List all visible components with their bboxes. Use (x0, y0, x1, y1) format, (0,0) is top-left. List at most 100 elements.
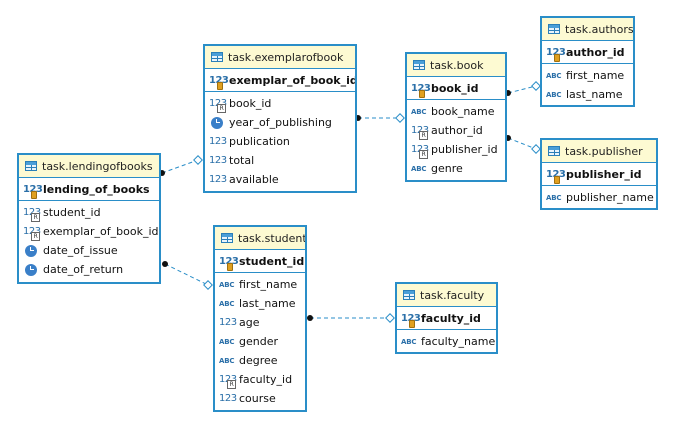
primary-key-icon: 123 (546, 168, 566, 184)
entity-title: task.lendingofbooks (42, 159, 153, 173)
column-name: degree (239, 354, 278, 367)
entity-header[interactable]: task.faculty (397, 284, 496, 307)
column-row[interactable]: ABC degree (215, 351, 305, 370)
link-end-diamond (531, 81, 541, 91)
column-row[interactable]: date_of_return (19, 260, 159, 279)
primary-key-icon: 123 (401, 312, 421, 328)
column-name: book_name (431, 105, 495, 118)
column-name: first_name (566, 69, 625, 82)
column-row[interactable]: year_of_publishing (205, 113, 355, 132)
link-lending-exemplar[interactable] (161, 159, 199, 174)
entity-title: task.student (238, 231, 307, 245)
column-row[interactable]: ABC first_name (542, 66, 633, 85)
number-type-icon: 123 (209, 174, 227, 185)
column-name: date_of_issue (43, 244, 118, 257)
entity-header[interactable]: task.student (215, 227, 305, 250)
foreign-key-number-icon: 123 (23, 207, 41, 222)
link-end-diamond (203, 280, 213, 290)
column-row[interactable]: date_of_issue (19, 241, 159, 260)
entity-title: task.exemplarofbook (228, 50, 344, 64)
link-end-dot (307, 315, 313, 321)
link-book-authors[interactable] (507, 85, 537, 94)
column-name: last_name (239, 297, 296, 310)
entity-header[interactable]: task.lendingofbooks (19, 155, 159, 178)
column-name: genre (431, 162, 463, 175)
foreign-key-number-icon: 123 (23, 226, 41, 241)
clock-icon (25, 263, 37, 276)
column-name: last_name (566, 88, 623, 101)
column-name: total (229, 154, 255, 167)
entity-title: task.faculty (420, 288, 485, 302)
table-icon (25, 161, 37, 171)
text-type-icon: ABC (219, 337, 235, 346)
column-list: ABC publisher_name (542, 186, 656, 207)
entity-header[interactable]: task.book (407, 54, 505, 77)
primary-key-icon: 123 (546, 46, 566, 62)
entity-title: task.publisher (565, 144, 643, 158)
entity-header[interactable]: task.publisher (542, 140, 656, 163)
column-name: publisher_name (566, 191, 654, 204)
text-type-icon: ABC (546, 193, 562, 202)
text-type-icon: ABC (219, 356, 235, 365)
table-icon (548, 24, 560, 34)
column-list: 123book_idyear_of_publishing123publicati… (205, 92, 355, 189)
column-name: age (239, 316, 260, 329)
column-name: author_id (566, 45, 625, 59)
table-icon (413, 60, 425, 70)
column-name: course (239, 392, 276, 405)
entity-header[interactable]: task.authors (542, 18, 633, 41)
column-name: faculty_id (239, 373, 293, 386)
text-type-icon: ABC (546, 90, 562, 99)
column-name: lending_of_books (43, 182, 150, 196)
column-name: gender (239, 335, 278, 348)
column-row[interactable]: ABC publisher_name (542, 188, 656, 207)
column-row[interactable]: ABC last_name (542, 85, 633, 104)
column-row[interactable]: ABC book_name (407, 102, 505, 121)
column-name: date_of_return (43, 263, 124, 276)
link-end-diamond (385, 313, 395, 323)
column-row[interactable]: ABC faculty_name (397, 332, 496, 351)
column-name: faculty_name (421, 335, 496, 348)
column-name: student_id (43, 206, 101, 219)
column-row[interactable]: ABC gender (215, 332, 305, 351)
clock-icon (25, 244, 37, 257)
text-type-icon: ABC (411, 107, 427, 116)
text-type-icon: ABC (546, 71, 562, 80)
link-lending-student[interactable] (164, 263, 209, 286)
column-name: exemplar_of_book_id (229, 73, 357, 87)
table-icon (548, 146, 560, 156)
link-book-publisher[interactable] (507, 137, 537, 150)
text-type-icon: ABC (401, 337, 417, 346)
entity-header[interactable]: task.exemplarofbook (205, 46, 355, 69)
primary-key-icon: 123 (411, 82, 431, 98)
